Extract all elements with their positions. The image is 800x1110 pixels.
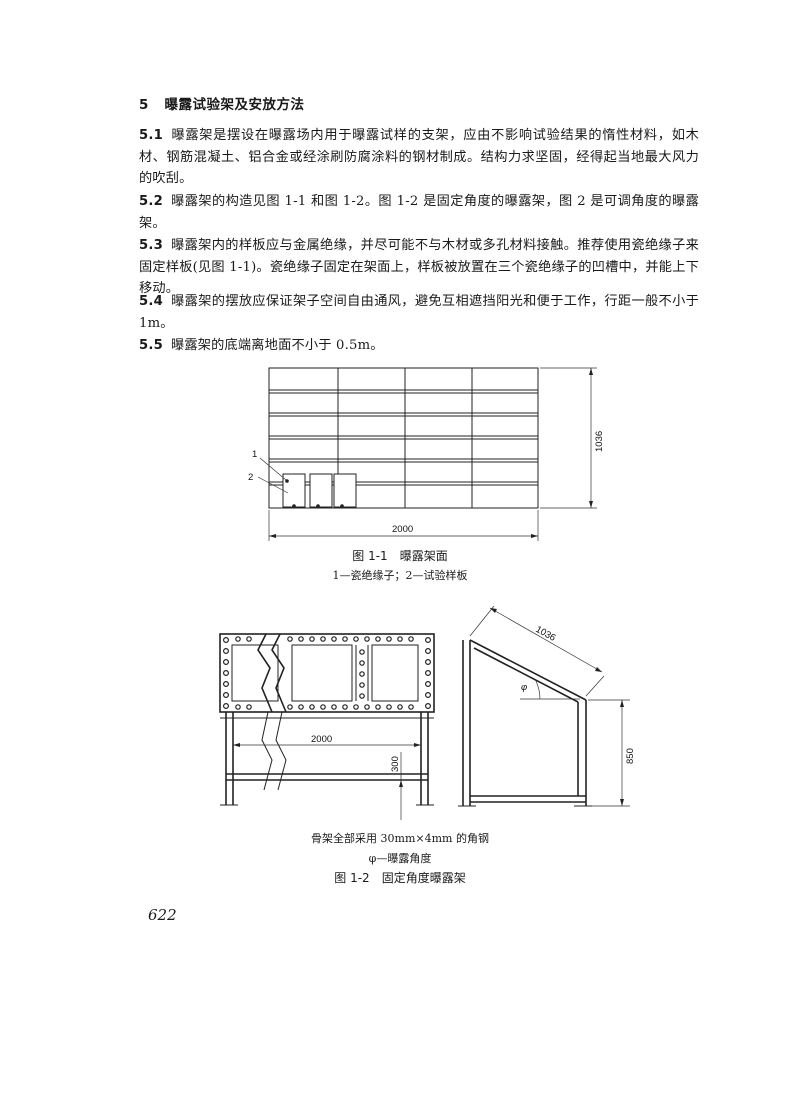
section-heading: 5 曝露试验架及安放方法 xyxy=(139,93,305,113)
dim-1036-text: 1036 xyxy=(534,624,558,644)
dim-850-text: 850 xyxy=(625,748,636,764)
paragraph-number: 5.4 xyxy=(139,294,163,309)
paragraph-number: 5.1 xyxy=(139,128,163,143)
label-panel: 2 xyxy=(248,472,253,483)
angle-indicator: φ xyxy=(520,680,580,700)
dim-300-text: 300 xyxy=(390,756,401,772)
width-dimension: 2000 xyxy=(268,510,539,541)
front-view-frame xyxy=(219,633,435,806)
height-dimension: 1036 xyxy=(540,367,605,509)
dim-width-text: 2000 xyxy=(392,524,413,535)
section-title: 曝露试验架及安放方法 xyxy=(164,97,305,113)
paragraph-number: 5.3 xyxy=(139,238,163,253)
paragraph-text: 曝露架的底端离地面不小于 0.5m。 xyxy=(170,338,384,353)
dim-front-width-text: 2000 xyxy=(311,734,332,745)
side-view-frame xyxy=(458,639,592,807)
paragraph-number: 5.2 xyxy=(139,194,163,209)
paragraph-5-5: 5.5 曝露架的底端离地面不小于 0.5m。 xyxy=(139,335,699,357)
section-number: 5 xyxy=(139,97,149,113)
rack-face: 1 2 xyxy=(248,367,539,509)
paragraph-text: 曝露架是摆设在曝露场内用于曝露试样的支架，应由不影响试验结果的惰性材料，如木材、… xyxy=(139,128,699,186)
label-insulator: 1 xyxy=(252,449,257,460)
front-height-dimension: 300 xyxy=(390,752,403,820)
figure-1-1-caption: 图 1-1 曝露架面 xyxy=(352,549,448,563)
figure-1-2-angle-legend: φ—曝露角度 xyxy=(368,852,432,865)
figure-1-2-drawing: 2000 300 φ xyxy=(219,605,636,820)
figure-1-1-legend: 1—瓷绝缘子；2—试验样板 xyxy=(332,569,468,582)
bolt-holes xyxy=(223,636,432,710)
paragraph-text: 曝露架的构造见图 1-1 和图 1-2。图 1-2 是固定角度的曝露架，图 2 … xyxy=(139,194,699,231)
figure-1-2-note: 骨架全部采用 30mm×4mm 的角钢 xyxy=(311,832,489,845)
paragraph-text: 曝露架的摆放应保证架子空间自由通风，避免互相遮挡阳光和便于工作，行距一般不小于 … xyxy=(139,294,699,331)
side-height-dimension: 850 xyxy=(588,699,636,807)
angle-symbol: φ xyxy=(521,682,527,693)
dim-height-text: 1036 xyxy=(594,431,605,452)
paragraph-number: 5.5 xyxy=(139,338,163,353)
paragraph-text: 曝露架内的样板应与金属绝缘，并尽可能不与木材或多孔材料接触。推荐使用瓷绝缘子来固… xyxy=(139,238,699,296)
front-width-dimension: 2000 xyxy=(233,734,421,747)
page-number: 622 xyxy=(148,906,177,924)
figure-1-1-drawing: 1 2 2000 1036 xyxy=(248,367,605,541)
figure-1-2-caption: 图 1-2 固定角度曝露架 xyxy=(334,871,466,885)
